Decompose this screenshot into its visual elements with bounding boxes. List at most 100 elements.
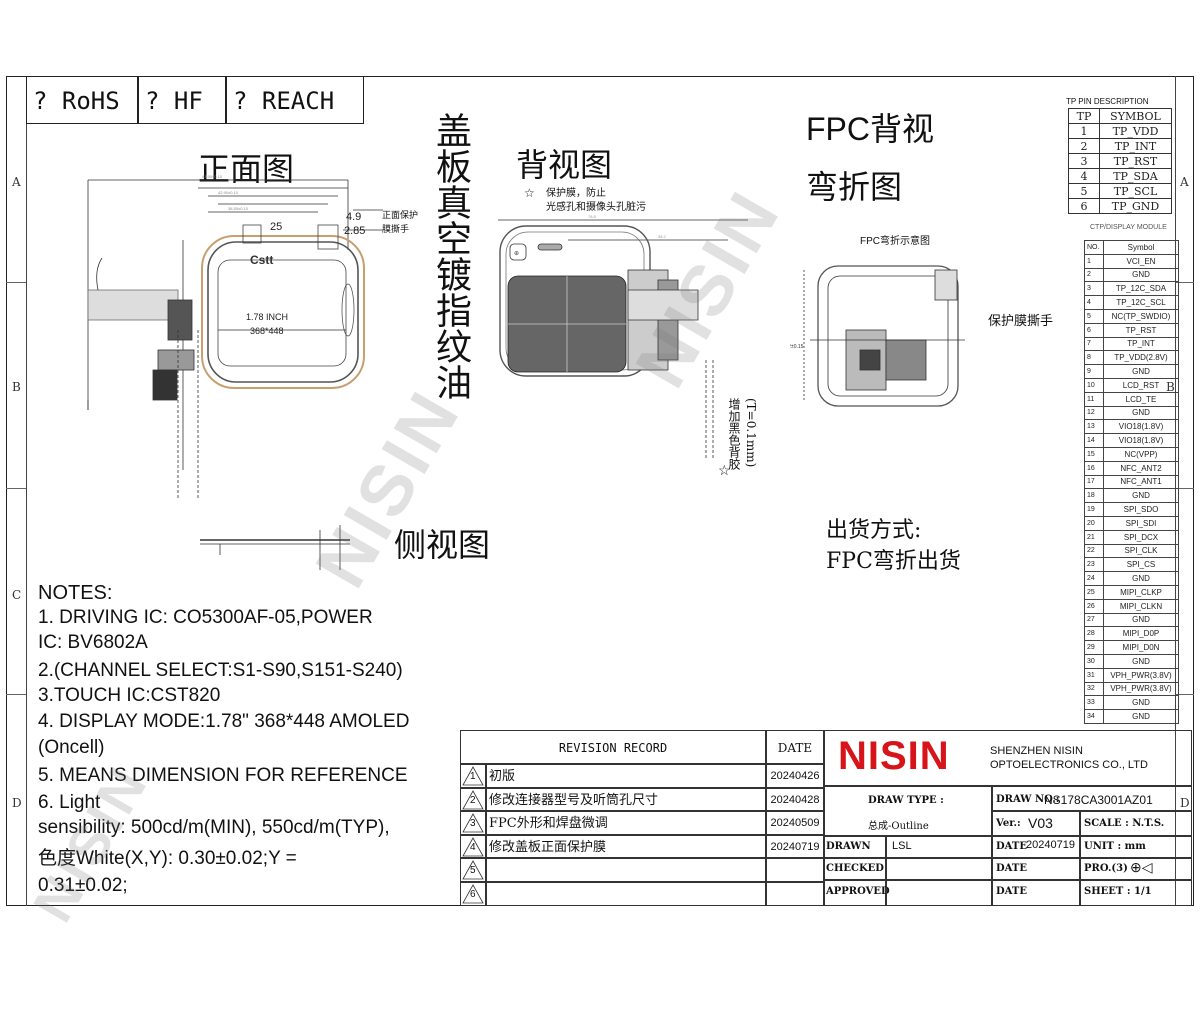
drawn-label: DRAWN xyxy=(826,841,871,852)
zone-label-d-right: D xyxy=(1180,796,1190,810)
conn-pin-symbol: TP_12C_SCL xyxy=(1103,295,1179,310)
scale-cell xyxy=(1080,811,1192,836)
date-cell xyxy=(992,880,1080,906)
revision-date: 20240428 xyxy=(766,787,824,812)
revision-triangle-icon: 5 xyxy=(460,858,486,882)
conn-pin-no: 32 xyxy=(1084,681,1104,697)
conn-pin-no: 6 xyxy=(1084,322,1104,338)
projection-value: PRO.(3) xyxy=(1084,863,1128,874)
note-line: 5. MEANS DIMENSION FOR REFERENCE xyxy=(38,765,408,786)
version-label: Ver.: xyxy=(996,818,1021,829)
black-tape-thickness: (T=0.1mm) xyxy=(744,398,758,468)
conn-pin-no: 26 xyxy=(1084,598,1104,614)
svg-text:38.2: 38.2 xyxy=(658,234,667,239)
dim-label-c: 25 xyxy=(270,221,282,233)
conn-pin-symbol: GND xyxy=(1103,267,1179,283)
draw-no-value: NS178CA3001AZ01 xyxy=(1044,793,1153,807)
company-name-1: SHENZHEN NISIN xyxy=(990,745,1083,757)
revision-description: 修改盖板正面保护膜 xyxy=(486,834,766,859)
revision-date-header: DATE xyxy=(766,730,824,764)
revision-triangle-icon: 2 xyxy=(460,787,486,812)
tp-header-symbol: SYMBOL xyxy=(1099,108,1172,124)
conn-pin-no: 12 xyxy=(1084,405,1104,421)
zone-divider xyxy=(6,694,26,695)
conn-pin-no: 23 xyxy=(1084,557,1104,573)
tp-pin-no: 3 xyxy=(1068,153,1100,169)
conn-pin-symbol: LCD_TE xyxy=(1103,391,1179,407)
checked-label: CHECKED xyxy=(826,863,884,874)
tp-pin-symbol: TP_GND xyxy=(1099,198,1172,214)
approved-value-cell xyxy=(886,880,992,906)
conn-pin-no: 1 xyxy=(1084,253,1104,269)
note-line: 6. Light xyxy=(38,792,101,813)
back-view-drawing: 78.838.2 ⊕ xyxy=(498,214,748,460)
conn-pin-symbol: VCI_EN xyxy=(1103,253,1179,269)
conn-pin-no: 34 xyxy=(1084,709,1104,724)
tp-pin-symbol: TP_RST xyxy=(1099,153,1172,169)
tp-pin-caption: TP PIN DESCRIPTION xyxy=(1066,97,1149,106)
tp-pin-symbol: TP_SDA xyxy=(1099,168,1172,184)
zone-divider xyxy=(6,488,26,489)
conn-pin-no: 4 xyxy=(1084,295,1104,310)
bend-view-title: 弯折图 xyxy=(806,168,903,206)
svg-text:3.2±0.15: 3.2±0.15 xyxy=(790,344,804,350)
approved-label-cell xyxy=(824,880,886,906)
version-cell xyxy=(992,811,1080,836)
conn-pin-no: 7 xyxy=(1084,336,1104,352)
conn-pin-no: 21 xyxy=(1084,529,1104,545)
conn-pin-no: 2 xyxy=(1084,267,1104,283)
tp-pin-no: 5 xyxy=(1068,183,1100,199)
conn-pin-symbol: MIPI_CLKN xyxy=(1103,598,1179,614)
draw-no-label: DRAW NO.: xyxy=(996,794,1060,805)
conn-pin-symbol: TP_INT xyxy=(1103,336,1179,352)
draw-type-cell xyxy=(824,786,992,836)
note-line: 3.TOUCH IC:CST820 xyxy=(38,685,221,706)
revision-number: 4 xyxy=(470,841,476,853)
zone-divider xyxy=(6,282,26,283)
conn-header-symbol: Symbol xyxy=(1103,240,1179,255)
conn-pin-symbol: NC(VPP) xyxy=(1103,446,1179,462)
conn-pin-no: 15 xyxy=(1084,446,1104,462)
conn-pin-symbol: SPI_SDO xyxy=(1103,502,1179,517)
conn-pin-symbol: GND xyxy=(1103,653,1179,669)
conn-pin-symbol: SPI_DCX xyxy=(1103,529,1179,545)
conn-pin-no: 33 xyxy=(1084,695,1104,711)
conn-pin-no: 9 xyxy=(1084,364,1104,379)
date-label: DATE xyxy=(996,886,1027,897)
conn-pin-no: 28 xyxy=(1084,626,1104,642)
revision-description: FPC外形和焊盘微调 xyxy=(486,811,766,835)
conn-header-no: NO. xyxy=(1084,240,1104,255)
zone-label-a-right: A xyxy=(1180,175,1189,189)
checked-value-cell xyxy=(886,858,992,880)
conn-pin-symbol: SPI_CLK xyxy=(1103,543,1179,559)
revision-date: 20240426 xyxy=(766,764,824,788)
revision-triangle-icon: 1 xyxy=(460,764,486,788)
projection-symbol-icon: ⊕◁ xyxy=(1130,859,1153,875)
svg-text:42.90±0.10: 42.90±0.10 xyxy=(218,190,239,195)
ctp-pin-caption: CTP/DISPLAY MODULE xyxy=(1090,224,1167,231)
black-tape-note: 增加黑色背胶 xyxy=(727,398,741,470)
back-view-title: 背视图 xyxy=(516,146,613,184)
revision-triangle-icon: 4 xyxy=(460,834,486,859)
conn-pin-symbol: NC(TP_SWDIO) xyxy=(1103,308,1179,324)
conn-pin-symbol: SPI_CS xyxy=(1103,557,1179,573)
conn-pin-no: 8 xyxy=(1084,350,1104,366)
